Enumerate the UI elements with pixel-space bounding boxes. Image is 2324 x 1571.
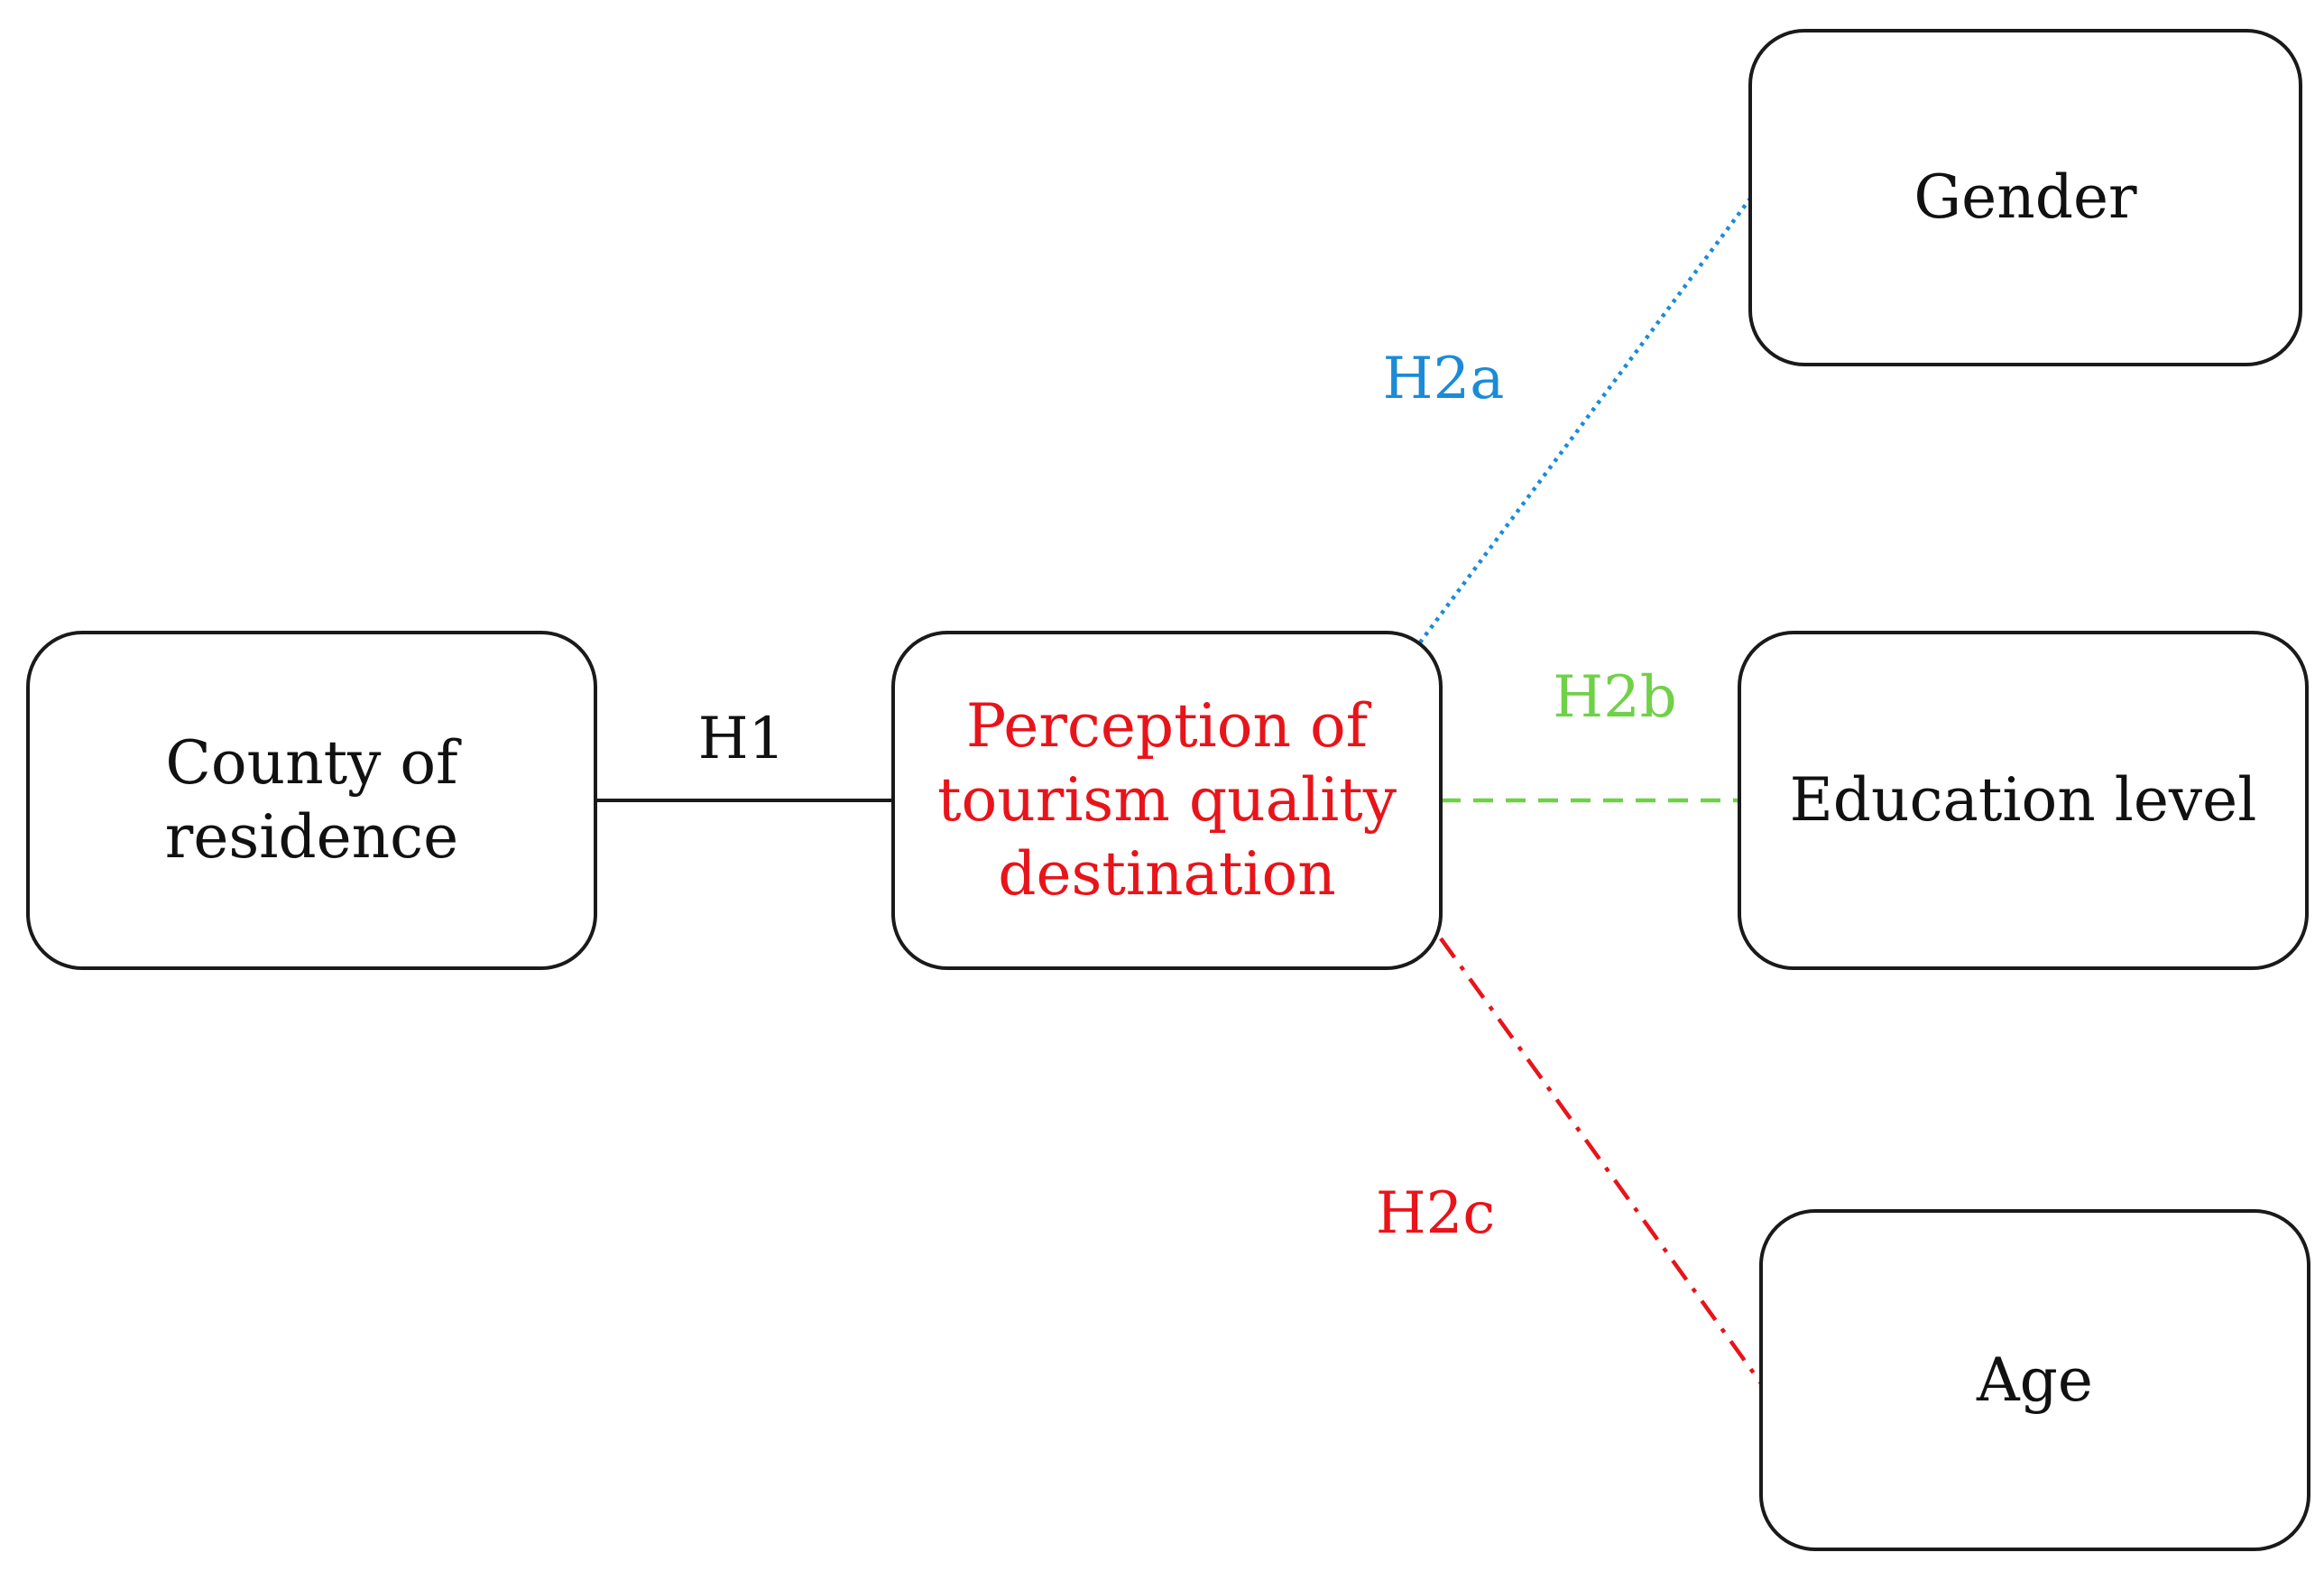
perception-line3: destination [998, 838, 1336, 909]
county-of-residence-line1: County of [165, 728, 458, 799]
county-of-residence-line2: residence [164, 802, 459, 872]
education-level-label: Education level [1789, 765, 2257, 836]
perception-of-tourism-quality-box: Perception of tourism quality destinatio… [891, 631, 1443, 970]
gender-label: Gender [1914, 162, 2137, 233]
gender-box: Gender [1748, 29, 2302, 366]
county-of-residence-box: County of residence [26, 631, 597, 970]
education-level-box: Education level [1738, 631, 2309, 970]
h2b-label: H2b [1553, 664, 1677, 731]
h2c-connector [1439, 937, 1763, 1385]
h2c-label: H2c [1375, 1180, 1496, 1247]
age-box: Age [1759, 1209, 2310, 1551]
h2a-label: H2a [1382, 346, 1505, 412]
h2a-connector [1418, 197, 1752, 644]
age-label: Age [1977, 1345, 2093, 1415]
perception-line2: tourism quality [937, 765, 1397, 836]
perception-line1: Perception of [965, 691, 1369, 762]
h1-label: H1 [697, 706, 786, 772]
